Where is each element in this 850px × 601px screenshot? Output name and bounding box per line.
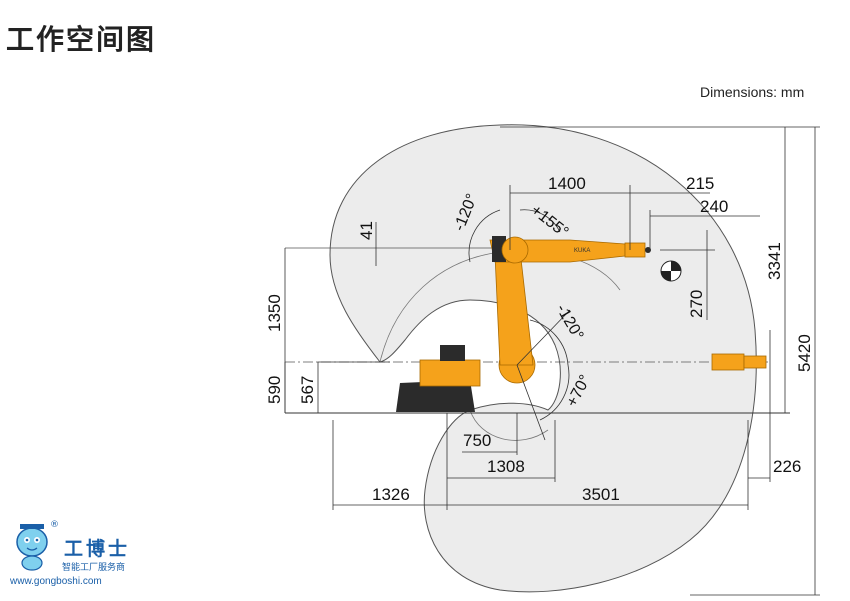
workspace-lower-arc	[469, 409, 549, 441]
dim-3341: 3341	[765, 242, 784, 280]
registered-mark: ®	[50, 520, 59, 530]
dimension-lines	[284, 126, 820, 596]
dim-3501: 3501	[582, 485, 620, 504]
logo-url[interactable]: www.gongboshi.com	[10, 576, 102, 587]
page-title: 工作空间图	[6, 23, 157, 56]
dim-41: 41	[357, 221, 376, 240]
units-label: Dimensions: mm	[700, 84, 804, 100]
dim-270: 270	[687, 290, 706, 318]
logo-subtitle: 智能工厂服务商	[62, 563, 126, 573]
dim-226: 226	[773, 457, 801, 476]
tcp-marker-icon	[660, 260, 682, 282]
dim-590: 590	[265, 376, 284, 404]
mascot-icon	[16, 524, 48, 571]
dim-215: 215	[686, 174, 714, 193]
workspace-diagram: Dimensions: mm KUKA	[265, 84, 820, 596]
dim-240: 240	[700, 197, 728, 216]
dim-567: 567	[298, 376, 317, 404]
logo-name: 工博士	[64, 538, 131, 560]
dim-5420: 5420	[795, 334, 814, 372]
dim-1350: 1350	[265, 294, 284, 332]
dim-750: 750	[463, 431, 491, 450]
dim-1326: 1326	[372, 485, 410, 504]
workspace-diagram-panel: Dimensions: mm KUKA	[145, 80, 850, 601]
dim-1308: 1308	[487, 457, 525, 476]
robot-brand: KUKA	[574, 248, 590, 254]
workspace-envelope	[329, 124, 757, 593]
dim-1400: 1400	[548, 174, 586, 193]
